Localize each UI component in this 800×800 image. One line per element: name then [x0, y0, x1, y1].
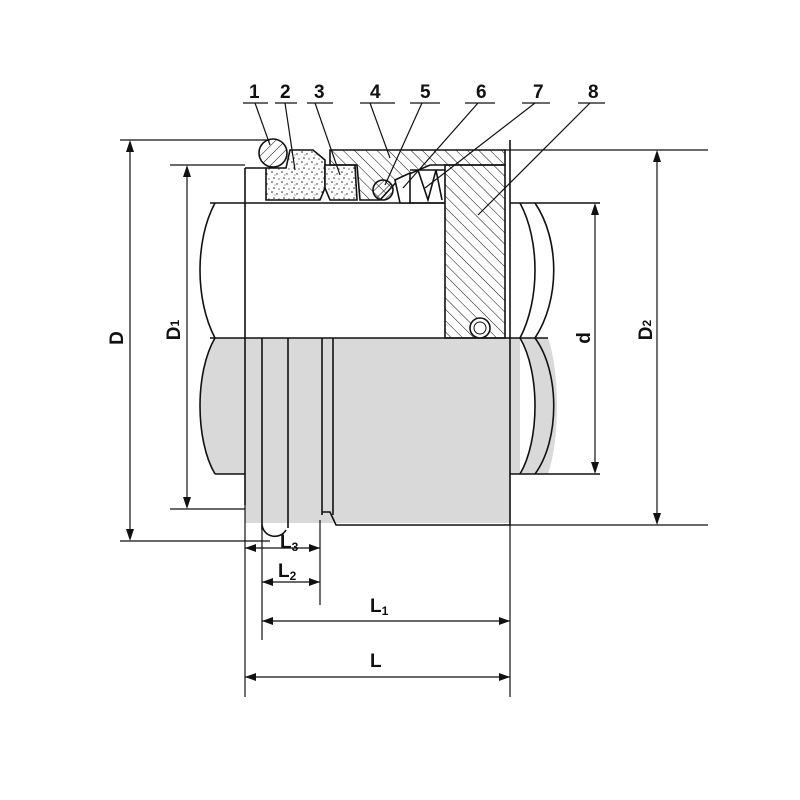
dim-label-D1: D1 — [164, 319, 185, 340]
seal-body — [244, 140, 511, 538]
part-label-3: 3 — [314, 82, 325, 103]
part-label-6: 6 — [476, 82, 487, 103]
dimension-D1 — [170, 164, 245, 510]
part-5-o-ring — [372, 179, 394, 201]
dim-label-L1: L1 — [370, 596, 389, 618]
part-7-spring — [410, 169, 445, 204]
part-label-5: 5 — [420, 82, 431, 103]
part-label-8: 8 — [588, 82, 599, 103]
dimension-D2 — [505, 149, 708, 526]
dim-label-L: L — [370, 651, 382, 672]
part-label-2: 2 — [280, 82, 291, 103]
dimension-L — [244, 505, 511, 697]
part-1-o-ring — [258, 138, 288, 168]
part-8-spring-holder — [444, 164, 506, 339]
part-3-rotating-face — [324, 164, 358, 201]
dimension-d — [591, 203, 599, 474]
dimension-L3 — [245, 544, 320, 552]
dim-label-d: d — [574, 332, 595, 344]
dimension-L1 — [261, 525, 511, 640]
shaft-upper-half — [199, 202, 600, 339]
dim-label-L2: L2 — [278, 561, 297, 583]
part-label-7: 7 — [533, 82, 544, 103]
part-label-4: 4 — [370, 82, 381, 103]
part-label-1: 1 — [249, 82, 260, 103]
dim-label-D: D — [107, 331, 128, 345]
shaft-lower-half — [199, 337, 600, 523]
dim-label-L3: L3 — [280, 532, 299, 554]
dimension-L2 — [261, 520, 321, 605]
part-leaders — [243, 102, 605, 216]
dim-label-D2: D2 — [636, 319, 657, 340]
